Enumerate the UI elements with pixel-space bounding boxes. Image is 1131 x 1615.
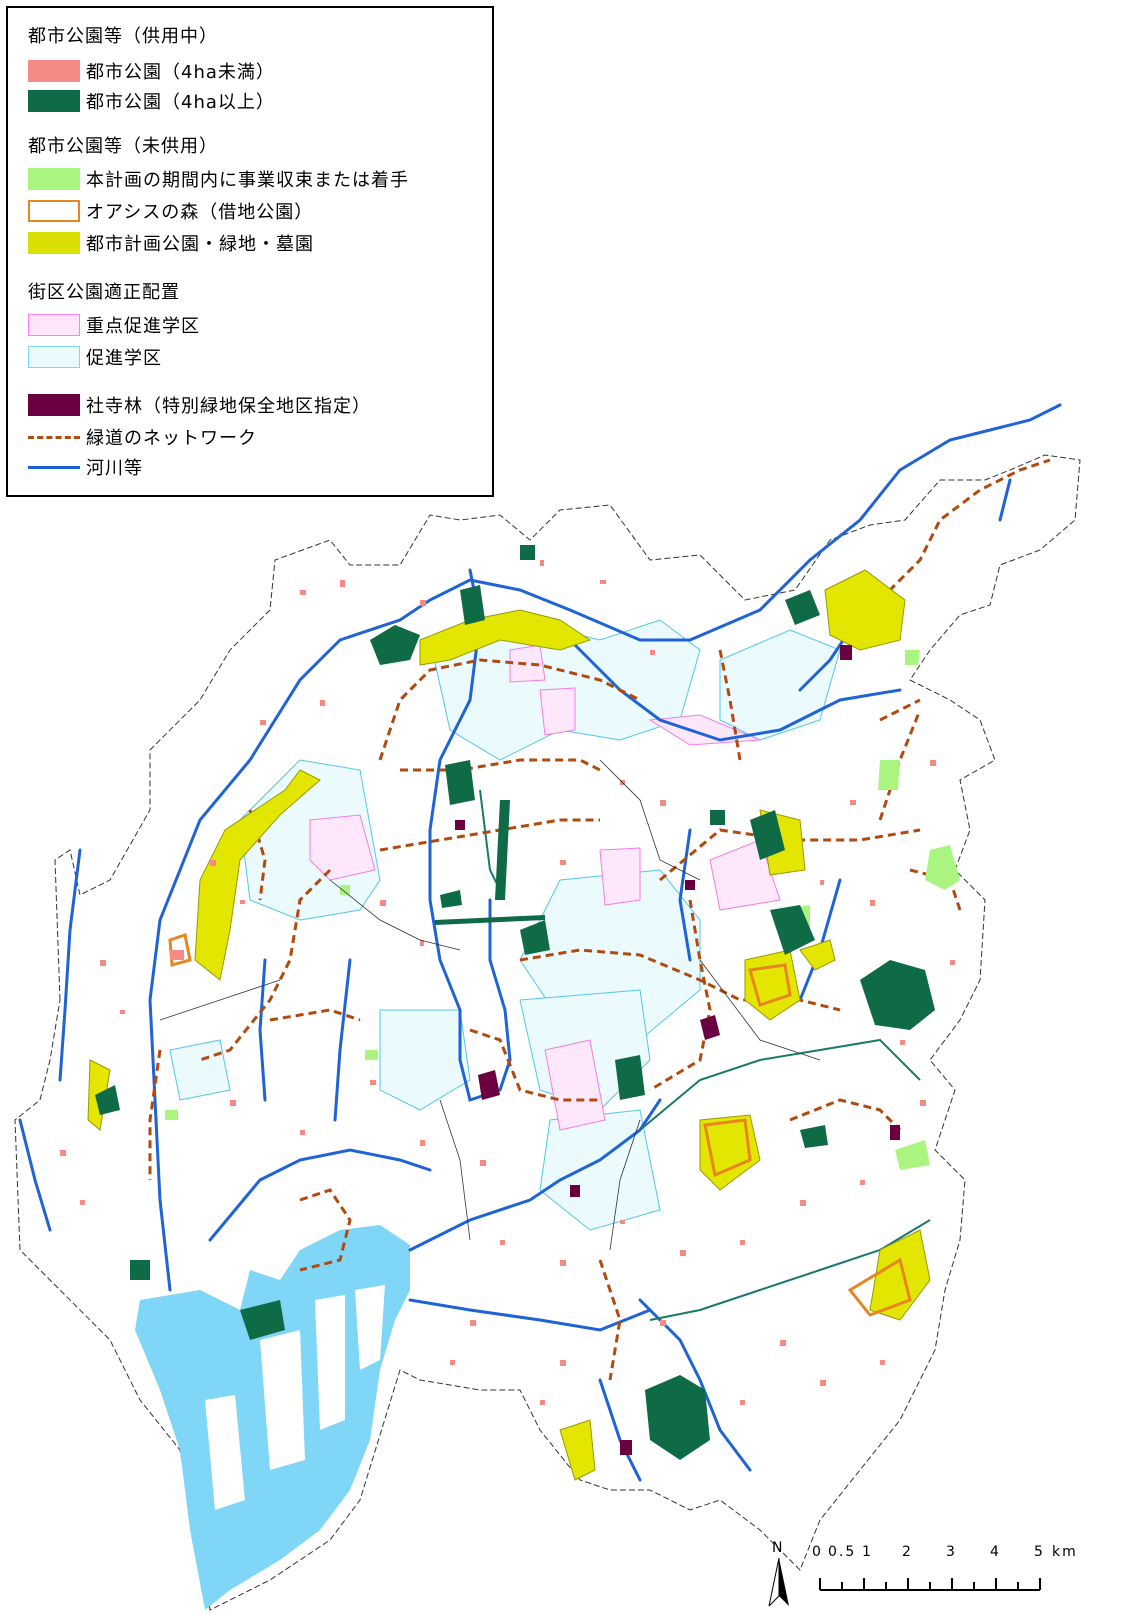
legend-item-oasis-forest: オアシスの森（借地公園） [28,198,313,224]
legend-item-priority-district: 重点促進学区 [28,312,200,338]
legend-item-short-term: 本計画の期間内に事業収束または着手 [28,166,409,192]
port-piers [205,1285,385,1510]
legend-item-promotion-district: 促進学区 [28,344,162,370]
legend-item-greenway: 緑道のネットワーク [28,424,257,450]
priority-promotion-districts [309,644,781,1131]
greenway-swatch [28,426,80,448]
legend-section-block-park: 街区公園適正配置 [28,282,180,303]
legend-section-in-service: 都市公園等（供用中） [28,26,218,47]
small-park-swatch [28,60,80,82]
legend-item-planned-park: 都市計画公園・緑地・墓園 [28,230,314,256]
legend-label: 緑道のネットワーク [86,428,257,449]
scale-bar: N 0 0.5 1 2 3 4 5 km [768,1540,1110,1610]
scale-tick-3: 3 [946,1544,957,1560]
legend-item-large-park: 都市公園（4ha以上） [28,88,275,114]
legend-label: 促進学区 [86,348,162,369]
oasis-forest [168,933,912,1317]
large-parks [95,545,935,1460]
scale-tick-4: 4 [990,1544,1001,1560]
legend-label: 河川等 [86,458,143,479]
legend-label: 都市公園（4ha以上） [86,92,275,113]
shrine-forests [455,645,900,1455]
legend-label: 社寺林（特別緑地保全地区指定） [86,396,371,417]
scale-tick-0: 0 [812,1544,823,1560]
priority-district-swatch [28,314,80,336]
short-term-swatch [28,168,80,190]
scale-ruler [819,1578,1041,1591]
north-arrow-icon [768,1558,789,1606]
scale-tick-0-5: 0.5 [828,1544,857,1560]
river-swatch [28,456,80,478]
legend-item-small-park: 都市公園（4ha未満） [28,58,275,84]
legend-item-shrine-forest: 社寺林（特別緑地保全地区指定） [28,392,371,418]
legend-section-not-in-service: 都市公園等（未供用） [28,136,218,157]
scale-unit: km [1052,1544,1078,1560]
scale-tick-2: 2 [902,1544,913,1560]
legend-label: 本計画の期間内に事業収束または着手 [86,170,409,191]
legend-label: 都市計画公園・緑地・墓園 [86,234,314,255]
legend-label: 重点促進学区 [86,316,200,337]
scale-tick-1: 1 [862,1544,873,1560]
map-legend: 都市公園等（供用中） 都市公園（4ha未満） 都市公園（4ha以上） 都市公園等… [6,6,494,497]
planned-park-swatch [28,232,80,254]
legend-label: 都市公園（4ha未満） [86,62,275,83]
scale-tick-5: 5 [1034,1544,1045,1560]
north-label: N [772,1540,785,1556]
ward-boundaries [159,759,821,1251]
promotion-district-swatch [28,346,80,368]
legend-label: オアシスの森（借地公園） [86,202,314,223]
shrine-forest-swatch [28,394,80,416]
large-park-swatch [28,90,80,112]
small-parks [60,560,955,1405]
legend-item-river: 河川等 [28,454,143,480]
oasis-forest-swatch [28,200,80,222]
short-term-parks [165,650,960,1170]
rivers [18,403,1062,1482]
